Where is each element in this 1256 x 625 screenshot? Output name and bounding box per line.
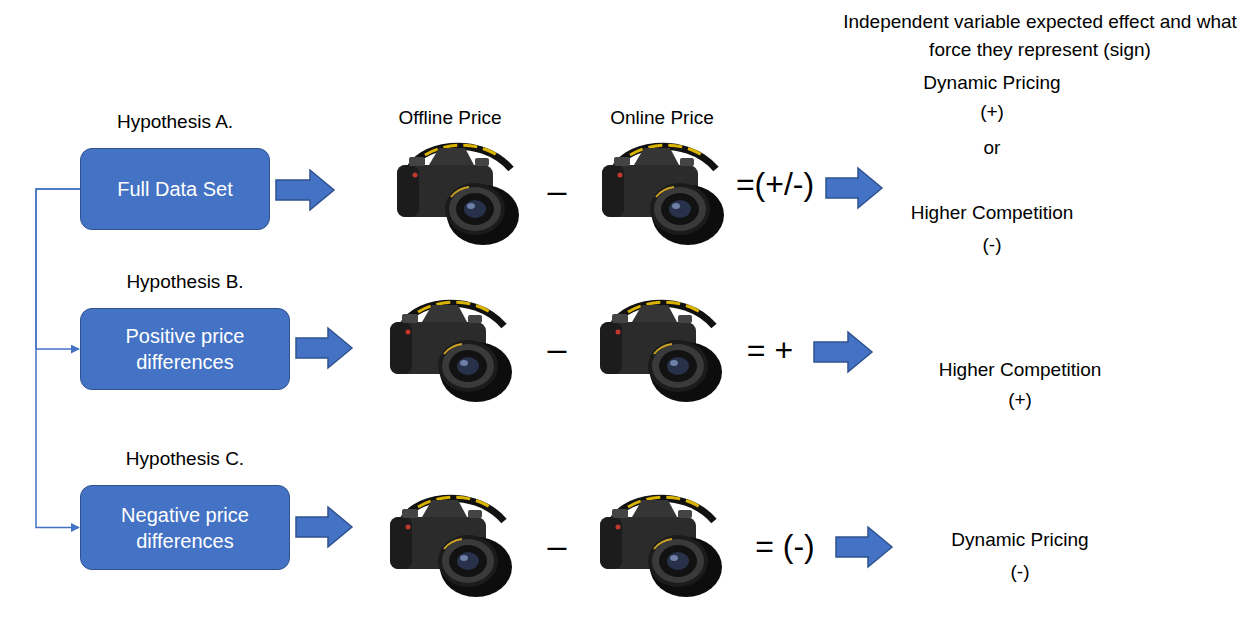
label-text: –	[548, 328, 567, 369]
header-text: Independent variable expected effect and…	[838, 8, 1243, 63]
label-text: Offline Price	[398, 107, 501, 130]
hypothesis-box: Hypothesis A.Full Data Set	[80, 148, 270, 230]
label-text: Higher Competition	[911, 202, 1074, 225]
label-text: (+)	[980, 101, 1004, 124]
label-text: (+)	[1008, 389, 1032, 412]
block-arrow	[276, 170, 334, 210]
bracket-connector	[36, 189, 80, 528]
label-text: (-)	[983, 234, 1002, 257]
hypothesis-heading: Hypothesis C.	[61, 448, 309, 470]
camera-picture	[397, 145, 519, 245]
camera-picture	[390, 497, 512, 597]
block-arrow	[836, 527, 892, 567]
box-text: Positive price differences	[91, 323, 279, 375]
bracket-connector	[36, 189, 80, 349]
block-arrow	[826, 168, 882, 208]
label-text: = (-)	[755, 527, 815, 565]
camera-picture	[600, 497, 722, 597]
label-text: –	[548, 170, 567, 211]
label-text: = +	[747, 331, 793, 369]
block-arrow	[296, 507, 352, 547]
hypothesis-box: Hypothesis B.Positive price differences	[80, 308, 290, 390]
block-arrow	[296, 328, 352, 368]
label-text: Dynamic Pricing	[923, 72, 1060, 95]
camera-picture	[600, 302, 722, 402]
box-text: Full Data Set	[117, 176, 233, 202]
camera-picture	[602, 145, 724, 245]
label-text: Online Price	[610, 107, 714, 130]
label-text: –	[548, 525, 567, 566]
hypothesis-heading: Hypothesis A.	[61, 111, 289, 133]
label-text: or	[984, 137, 1001, 160]
hypothesis-heading: Hypothesis B.	[61, 271, 309, 293]
label-text: Dynamic Pricing	[951, 529, 1088, 552]
block-arrow	[814, 332, 872, 372]
hypothesis-box: Hypothesis C.Negative price differences	[80, 485, 290, 570]
label-text: =(+/-)	[736, 165, 814, 203]
label-text: Higher Competition	[939, 359, 1102, 382]
label-text: (-)	[1011, 561, 1030, 584]
camera-picture	[390, 302, 512, 402]
box-text: Negative price differences	[91, 502, 279, 554]
